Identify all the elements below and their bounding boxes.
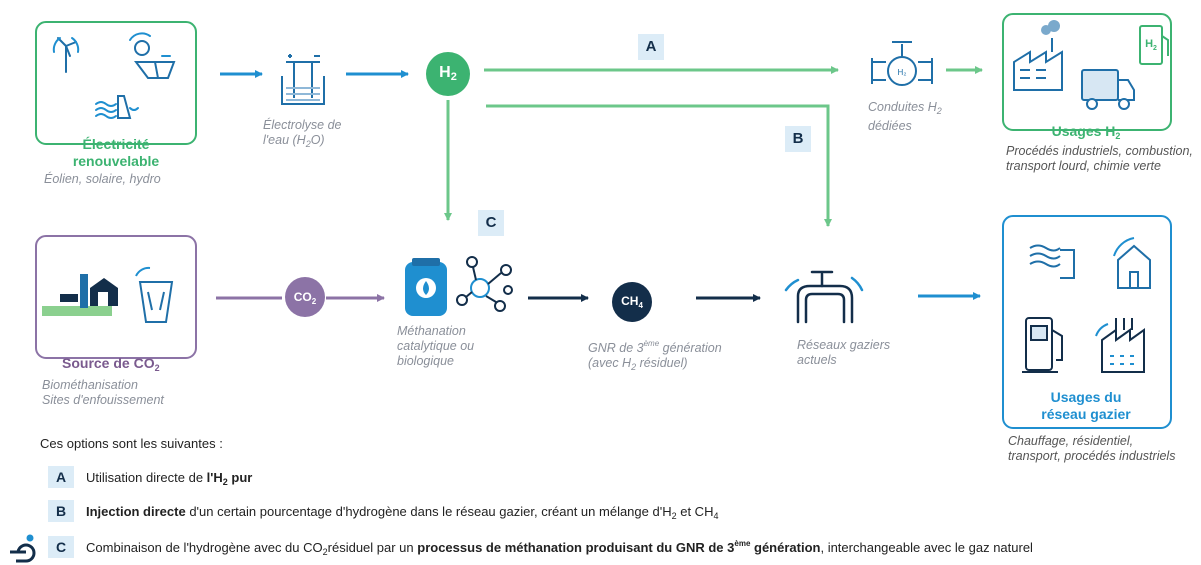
usages-h2-caption: Procédés industriels, combustion, transp… <box>1006 144 1193 173</box>
path-label-b: B <box>785 126 811 152</box>
truck-icon <box>1081 69 1135 110</box>
electrolyser-icon <box>281 54 325 105</box>
tank-icon <box>405 258 447 316</box>
legend-letter-a: A <box>48 466 74 488</box>
ch4-circle <box>612 282 652 322</box>
hydro-icon <box>95 95 139 119</box>
conduites-caption: Conduites H2 dédiées <box>868 100 942 133</box>
molecule-icon <box>456 256 513 312</box>
h2-station-icon <box>1139 25 1169 65</box>
ch4-label: CH4 <box>621 294 643 310</box>
co2-circle <box>285 277 325 317</box>
methanation-caption: Méthanation catalytique ou biologique <box>397 324 475 368</box>
path-label-c: C <box>478 210 504 236</box>
brand-logo <box>10 534 36 563</box>
source-co2-title: Source de CO2 <box>62 355 160 373</box>
legend-intro: Ces options sont les suivantes : <box>40 436 223 451</box>
pipe-h2-text: H₂ <box>898 68 907 77</box>
factory-icon <box>1013 20 1063 91</box>
path-label-a: A <box>638 34 664 60</box>
source-co2-caption: Biométhanisation Sites d'enfouissement <box>42 378 164 407</box>
pipe-valve-icon <box>871 41 933 86</box>
industry-icon <box>1095 318 1145 373</box>
waste-bin-icon <box>135 266 174 323</box>
electricite-title: Électricité renouvelable <box>72 136 160 169</box>
legend-letter-b: B <box>48 500 74 522</box>
gnr-caption: GNR de 3ème génération (avec H2 résiduel… <box>588 339 722 372</box>
co2-label: CO2 <box>293 290 317 306</box>
usages-h2-title: Usages H2 <box>1051 123 1121 141</box>
electrolyse-caption: Électrolyse de l'eau (H2O) <box>263 118 342 149</box>
reseaux-caption: Réseaux gaziers actuels <box>797 338 891 367</box>
legend-letter-c: C <box>48 536 74 558</box>
electricite-caption: Éolien, solaire, hydro <box>44 172 161 186</box>
usages-reseau-title: Usages du réseau gazier <box>1041 389 1131 422</box>
arrow-path-b <box>486 104 832 227</box>
gas-tap-icon <box>784 270 864 324</box>
fuel-pump-icon <box>1022 317 1063 373</box>
farm-icon <box>42 274 118 316</box>
source-co2-box <box>35 235 197 359</box>
usages-reseau-box <box>1002 215 1172 429</box>
h2-station-badge: H2 <box>1145 38 1157 52</box>
electricite-box <box>35 21 197 145</box>
usages-reseau-caption: Chauffage, résidentiel, transport, procé… <box>1008 434 1176 463</box>
heater-icon <box>1029 244 1075 279</box>
usages-h2-box <box>1002 13 1172 131</box>
h2-label: H2 <box>439 64 457 83</box>
house-icon <box>1113 237 1151 289</box>
solar-icon <box>129 32 176 79</box>
wind-turbine-icon <box>52 37 80 73</box>
h2-circle <box>426 52 470 96</box>
